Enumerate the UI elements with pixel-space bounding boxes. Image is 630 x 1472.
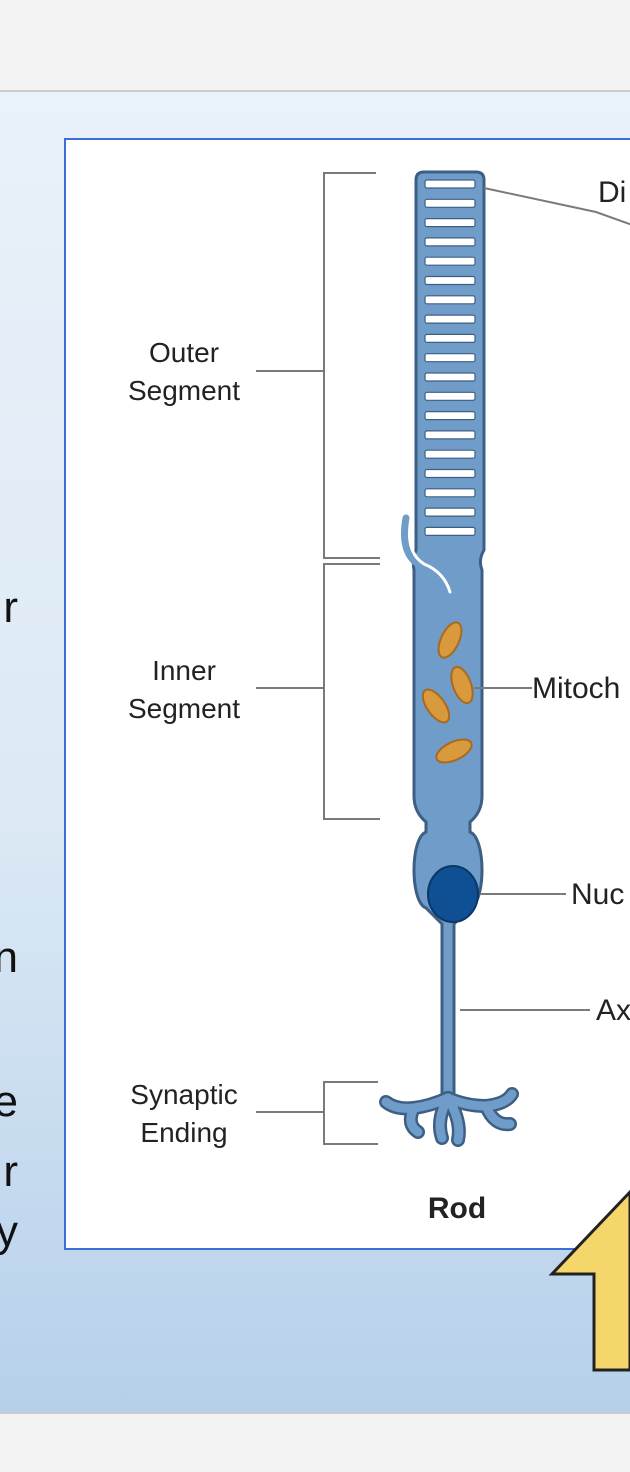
axon-label: Ax: [596, 994, 630, 1027]
disc: [424, 295, 476, 305]
disc: [424, 507, 476, 517]
yellow-up-arrow: [548, 1189, 630, 1372]
disc: [424, 449, 476, 459]
mitochondria-label: Mitoch: [532, 672, 620, 705]
disc: [424, 488, 476, 498]
disc: [424, 526, 476, 536]
disc: [424, 217, 476, 228]
disc: [424, 198, 476, 208]
outer-segment-bracket: [256, 172, 380, 559]
inner-segment-bracket: [256, 563, 380, 820]
disc: [424, 430, 476, 440]
disc: [424, 468, 476, 479]
discs-leader: [483, 187, 630, 226]
rod-cell-diagram: Outer Segment Inner Segment Synaptic End…: [128, 170, 630, 1225]
inner-segment-label-line1: Inner: [152, 655, 216, 686]
inner-segment-label-line2: Segment: [128, 693, 240, 724]
synaptic-terminals-fill: [381, 1089, 517, 1145]
text-fragment: r: [3, 1147, 18, 1196]
text-fragment: r: [3, 583, 18, 632]
nucleus-label: Nuc: [571, 878, 624, 911]
discs-label: Di: [598, 176, 626, 209]
diagram-title: Rod: [428, 1192, 486, 1225]
disc: [424, 333, 476, 343]
disc: [424, 391, 476, 401]
disc: [424, 411, 476, 421]
disc: [424, 237, 476, 247]
disc-stack: [424, 179, 476, 536]
disc: [424, 314, 476, 324]
mitochondria-group: [421, 621, 474, 764]
text-fragment: e: [0, 1080, 18, 1124]
synaptic-ending-label-line2: Ending: [140, 1117, 227, 1148]
mitochondrion: [450, 665, 474, 705]
mitochondrion: [437, 621, 463, 659]
right-leader-lines: [460, 187, 630, 1011]
synaptic-ending-label-line1: Synaptic: [130, 1079, 237, 1110]
slide-panel: r n e r y Outer Segment Inner: [0, 90, 630, 1414]
disc: [424, 275, 476, 286]
arrow-graphic: [548, 1189, 630, 1372]
text-fragment: y: [0, 1210, 18, 1254]
synaptic-ending-bracket: [256, 1081, 378, 1145]
mitochondrion: [421, 688, 451, 724]
left-text-column: r n e r y: [0, 92, 40, 1412]
nucleus: [427, 865, 479, 923]
cilium-highlight: [408, 528, 452, 594]
disc: [424, 353, 476, 363]
disc: [424, 179, 476, 189]
disc: [424, 372, 476, 382]
outer-segment-label-line2: Segment: [128, 375, 240, 406]
mitochondrion: [435, 738, 473, 764]
text-fragment: n: [0, 936, 18, 980]
disc: [424, 256, 476, 266]
outer-segment-label-line1: Outer: [149, 337, 219, 368]
rod-cell-figure: Outer Segment Inner Segment Synaptic End…: [64, 138, 630, 1250]
